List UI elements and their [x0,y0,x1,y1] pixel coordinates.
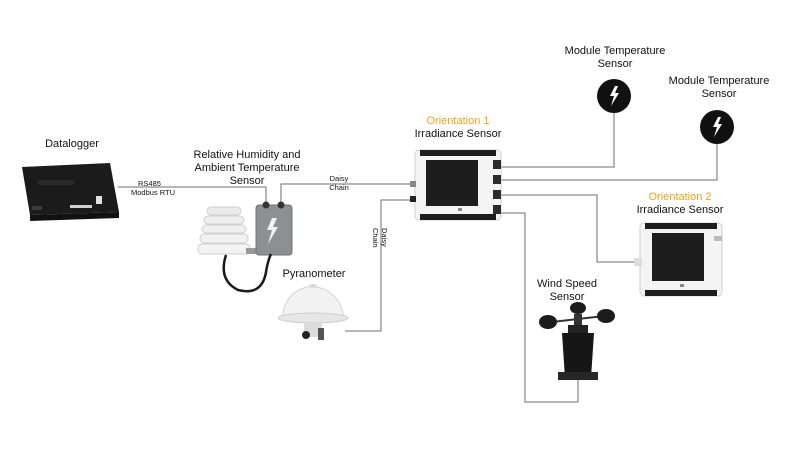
wire-daisy-chain-v [345,199,415,332]
lightning-bolt-icon [713,117,722,137]
rh-sensor-device [197,201,293,293]
wind-speed-label-line-1: Wind Speed [537,278,597,290]
rh-sensor-label-line-3: Sensor [229,175,265,187]
pyranometer-label: Pyranometer [282,268,346,280]
module-temp-2-label: Module Temperature Sensor [664,75,774,101]
module-temp-sensor-1-device [597,79,631,113]
daisy-chain-v-line-2: Chain [371,228,380,248]
rs485-label: RS485 Modbus RTU [131,179,175,197]
datalogger-device [22,163,119,221]
module-temp-sensor-2-device [700,110,734,144]
wire-daisy-chain-h [280,183,415,207]
irradiance-sensor-2-label: Irradiance Sensor [636,204,724,216]
daisy-chain-h-label: Daisy Chain [327,174,351,192]
rh-sensor-label-line-1: Relative Humidity and [193,149,301,161]
datalogger-label: Datalogger [45,138,99,150]
module-temp-1-label-line-1: Module Temperature [564,45,666,57]
module-temp-1-label: Module Temperature Sensor [560,45,670,71]
orientation-1-label: Orientation 1 [426,115,490,127]
irradiance-sensor-2-device [634,222,723,297]
rs485-line-2: Modbus RTU [131,188,176,197]
daisy-chain-v-label: Daisy Chain [371,228,389,248]
wire-wind-speed [501,212,579,403]
irradiance-2-label: Orientation 2 Irradiance Sensor [632,191,728,217]
daisy-chain-h-line-1: Daisy [329,174,349,183]
wire-rs485 [118,186,267,205]
rh-sensor-label-line-2: Ambient Temperature [194,162,300,174]
wires [118,105,718,403]
module-temp-1-label-line-2: Sensor [597,58,633,70]
rs485-line-1: RS485 [138,179,161,188]
wire-module-temp-1 [501,105,615,168]
orientation-2-label: Orientation 2 [648,191,712,203]
irradiance-1-label: Orientation 1 Irradiance Sensor [410,115,506,141]
wind-speed-label: Wind Speed Sensor [532,278,602,304]
lightning-bolt-icon [610,86,619,106]
rh-sensor-label: Relative Humidity and Ambient Temperatur… [186,149,308,188]
wind-speed-sensor-device [539,302,615,380]
module-temp-2-label-line-2: Sensor [701,88,737,100]
wire-irradiance-2 [501,194,640,263]
irradiance-sensor-1-label: Irradiance Sensor [414,128,502,140]
wind-speed-label-line-2: Sensor [549,291,585,303]
wire-module-temp-2 [501,137,718,181]
module-temp-2-label-line-1: Module Temperature [668,75,770,87]
daisy-chain-v-line-1: Daisy [380,228,389,247]
daisy-chain-h-line-2: Chain [329,183,349,192]
irradiance-sensor-1-device [410,149,502,221]
pyranometer-device [277,284,349,340]
